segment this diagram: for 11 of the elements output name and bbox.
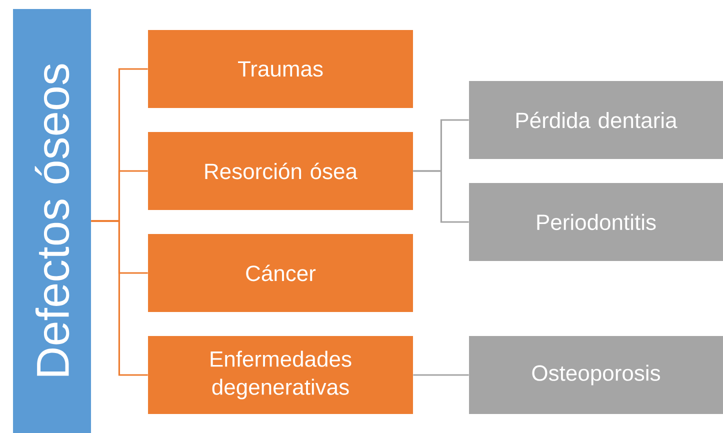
category-box: Cáncer — [148, 234, 413, 312]
subcategory-box: Pérdida dentaria — [469, 81, 723, 159]
connector-line — [413, 374, 469, 376]
connector-line — [91, 220, 148, 376]
subcategory-box: Osteoporosis — [469, 336, 723, 414]
category-box: Enfermedades degenerativas — [148, 336, 413, 414]
connector-line — [413, 170, 469, 223]
category-box: Traumas — [148, 30, 413, 108]
subcategory-box: Periodontitis — [469, 183, 723, 261]
vertical-title-box: Defectos óseos — [13, 9, 91, 433]
category-box: Resorción ósea — [148, 132, 413, 210]
